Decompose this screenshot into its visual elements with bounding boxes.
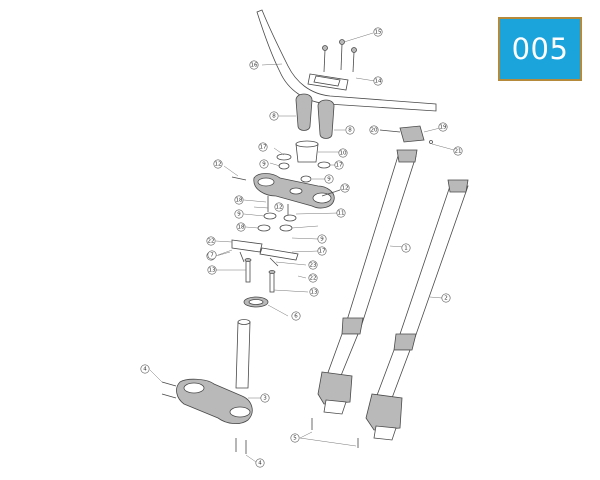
callout-label: 17 [319, 248, 326, 254]
callout-13: 13 [207, 265, 217, 275]
callout-label: 12 [215, 161, 222, 167]
callouts: 1516148820191710211291791218129111822922… [140, 27, 463, 468]
damper-clamp [379, 125, 433, 144]
callout-12: 12 [274, 202, 284, 212]
upper-washers [276, 153, 331, 183]
callout-16: 16 [249, 60, 259, 70]
callout-label: 8 [272, 113, 276, 119]
callout-21: 21 [453, 146, 463, 156]
callout-label: 21 [455, 148, 462, 154]
callout-9: 9 [317, 234, 327, 244]
callout-7: 7 [207, 250, 217, 260]
fork-axle-bolts [299, 418, 359, 448]
callout-23: 23 [308, 260, 318, 270]
handlebar-risers [279, 93, 345, 139]
callout-22: 22 [308, 273, 318, 283]
callout-9: 9 [259, 159, 269, 169]
callout-8: 8 [269, 111, 279, 121]
callout-17: 17 [258, 142, 268, 152]
callout-label: 19 [440, 124, 447, 130]
callout-22: 22 [206, 236, 216, 246]
callout-label: 18 [238, 224, 245, 230]
callout-label: 9 [262, 161, 266, 167]
callout-5: 5 [290, 433, 300, 443]
callout-10: 10 [338, 148, 348, 158]
callout-label: 12 [342, 185, 349, 191]
callout-17: 17 [334, 160, 344, 170]
callout-15: 15 [373, 27, 383, 37]
callout-label: 15 [375, 29, 382, 35]
callout-label: 10 [340, 150, 347, 156]
callout-label: 22 [310, 275, 317, 281]
callout-label: 9 [237, 211, 241, 217]
callout-label: 1 [404, 245, 408, 251]
callout-label: 8 [348, 127, 352, 133]
callout-12: 12 [340, 183, 350, 193]
callout-2: 2 [441, 293, 451, 303]
callout-label: 2 [444, 295, 448, 301]
callout-8: 8 [345, 125, 355, 135]
handlebar-clamp [307, 73, 349, 91]
clamp-bolts [322, 32, 374, 73]
callout-11: 11 [336, 208, 346, 218]
callout-1: 1 [401, 243, 411, 253]
page-number-badge: 005 [498, 17, 582, 81]
callout-label: 22 [208, 238, 215, 244]
callout-label: 6 [294, 313, 298, 319]
callout-14: 14 [373, 76, 383, 86]
callout-label: 5 [293, 435, 297, 441]
callout-label: 16 [251, 62, 258, 68]
callout-label: 9 [327, 176, 331, 182]
callout-label: 20 [371, 127, 378, 133]
callout-6: 6 [291, 311, 301, 321]
callout-label: 18 [236, 197, 243, 203]
callout-label: 17 [260, 144, 267, 150]
callout-4: 4 [140, 364, 150, 374]
long-bolts [244, 258, 276, 293]
lower-triple-clamp [161, 319, 253, 454]
callout-label: 12 [276, 204, 283, 210]
callout-4: 4 [255, 458, 265, 468]
callout-9: 9 [234, 209, 244, 219]
fork-leg-left [317, 149, 418, 415]
steering-bearing [243, 296, 289, 317]
middle-stack [231, 196, 299, 267]
fork-leg-right [365, 179, 469, 441]
callout-20: 20 [369, 125, 379, 135]
callout-9: 9 [324, 174, 334, 184]
callout-12: 12 [213, 159, 223, 169]
callout-label: 7 [210, 252, 214, 258]
callout-17: 17 [317, 246, 327, 256]
callout-13: 13 [309, 287, 319, 297]
callout-18: 18 [234, 195, 244, 205]
callout-3: 3 [260, 393, 270, 403]
callout-19: 19 [438, 122, 448, 132]
callout-label: 4 [143, 366, 147, 372]
callout-label: 3 [263, 395, 267, 401]
callout-18: 18 [236, 222, 246, 232]
upper-triple-clamp [231, 173, 341, 209]
callout-label: 13 [209, 267, 216, 273]
callout-label: 23 [310, 262, 317, 268]
callout-label: 14 [375, 78, 382, 84]
callout-label: 13 [311, 289, 318, 295]
callout-label: 4 [258, 460, 262, 466]
spacer-sleeve [295, 140, 319, 163]
handlebar [256, 9, 437, 112]
callout-label: 9 [320, 236, 324, 242]
callout-label: 11 [338, 210, 345, 216]
callout-label: 17 [336, 162, 343, 168]
